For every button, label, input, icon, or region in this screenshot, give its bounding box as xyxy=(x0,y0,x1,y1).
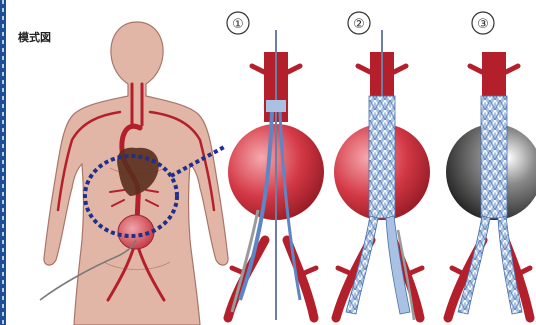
left-border-pattern xyxy=(0,0,6,325)
stage-1-illustration xyxy=(228,30,324,320)
step-marker-3: ③ xyxy=(472,12,494,34)
step-label-2: ② xyxy=(353,17,365,32)
stage-3-illustration xyxy=(446,52,536,318)
step-marker-1: ① xyxy=(227,12,249,34)
step-marker-2: ② xyxy=(348,12,370,34)
diagram-title: 模式図 xyxy=(18,30,51,44)
step-label-1: ① xyxy=(232,17,244,32)
step-label-3: ③ xyxy=(477,17,489,32)
stage-2-illustration xyxy=(334,30,430,320)
